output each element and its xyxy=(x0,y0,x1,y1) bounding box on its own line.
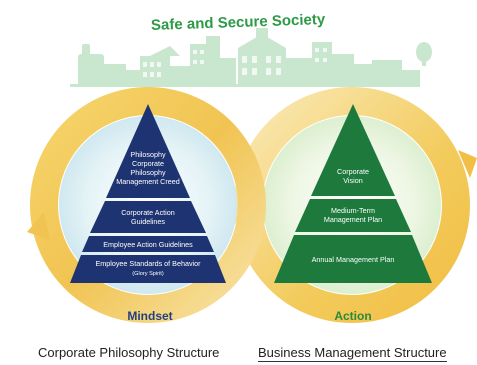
mtp-line2: Management Plan xyxy=(324,215,382,224)
banner-title: Safe and Secure Society xyxy=(151,11,326,34)
pyramid-tier-standards xyxy=(70,255,226,283)
tier4-line1: Employee Standards of Behavior xyxy=(95,259,201,268)
tier2-line1: Corporate Action xyxy=(121,208,175,217)
pyramid-tier-medium-term-plan xyxy=(295,199,411,232)
vision-line1: Corporate xyxy=(337,167,369,176)
tier4-subtitle: (Glory Spirit) xyxy=(132,271,164,277)
pyramid-tier-corporate-vision xyxy=(311,104,395,196)
business-management-pyramid: Corporate Vision Medium-Term Management … xyxy=(274,104,432,283)
mtp-line1: Medium-Term xyxy=(331,206,375,215)
mindset-label: Mindset xyxy=(127,309,172,323)
tier1-line4: Management Creed xyxy=(116,177,180,186)
annual-plan-line1: Annual Management Plan xyxy=(312,255,395,264)
pyramid-tier-annual-plan xyxy=(274,235,432,283)
corporate-philosophy-caption: Corporate Philosophy Structure xyxy=(38,345,220,360)
tier3-line1: Employee Action Guidelines xyxy=(103,240,193,249)
pyramid-tier-action-guidelines xyxy=(90,201,206,233)
business-management-caption[interactable]: Business Management Structure xyxy=(258,345,447,362)
pyramid-tier-employee-guidelines xyxy=(82,236,214,252)
mindset-ring-arrowhead xyxy=(27,212,50,240)
tier1-line2: Corporate xyxy=(132,159,164,168)
corporate-philosophy-pyramid: Philosophy Corporate Philosophy Manageme… xyxy=(70,104,226,283)
tier2-line2: Guidelines xyxy=(131,217,165,226)
action-ring-arrowhead xyxy=(458,150,477,178)
vision-line2: Vision xyxy=(343,176,362,185)
tier1-line3: Philosophy xyxy=(130,168,166,177)
pyramid-tier-philosophy xyxy=(106,104,190,198)
tier1-line1: Philosophy xyxy=(130,150,166,159)
city-skyline-illustration xyxy=(70,28,432,87)
building-windows xyxy=(143,48,327,77)
action-label: Action xyxy=(334,309,371,323)
